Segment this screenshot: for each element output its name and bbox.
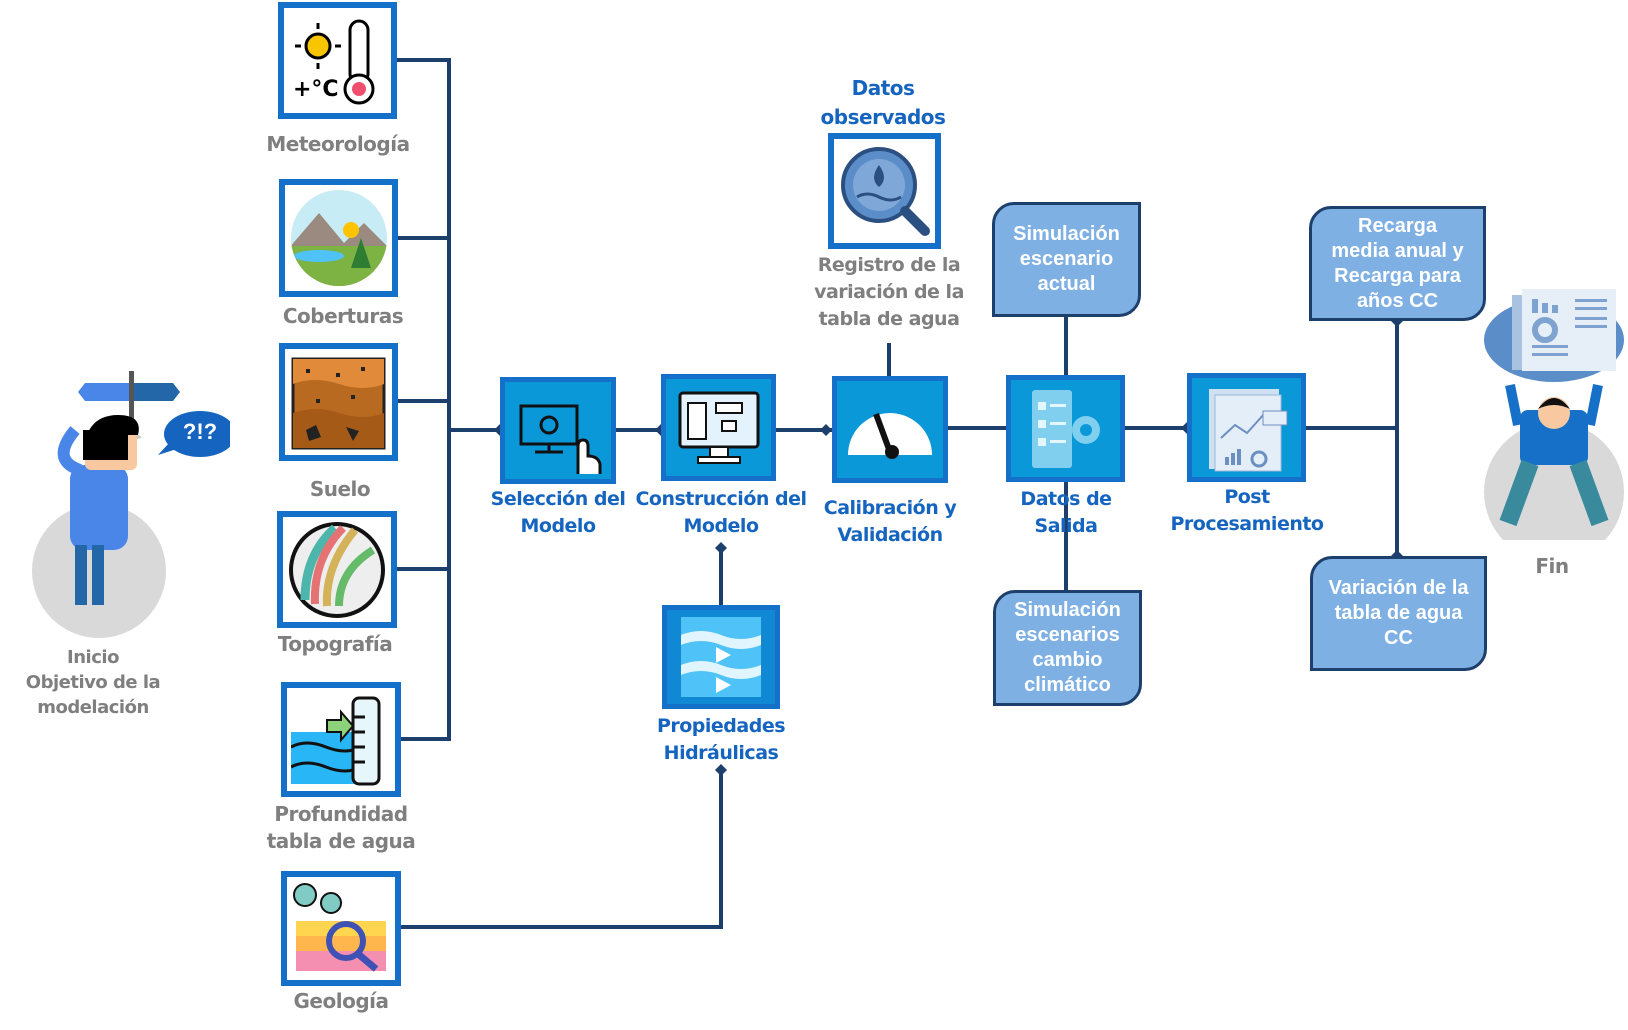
callout-line: Simulación <box>1014 599 1121 621</box>
construccion-box <box>661 374 776 481</box>
datos-salida-label-line: Datos de <box>1020 488 1112 510</box>
end-figure <box>1480 285 1628 562</box>
registro-label-line: tabla de agua <box>818 308 960 330</box>
observados-title-line: observados <box>820 105 946 129</box>
registro-label-line: Registro de la <box>817 254 961 276</box>
water-depth-icon <box>291 696 381 786</box>
start-label-line: Objetivo de la <box>25 672 161 693</box>
calibracion-label-line: Validación <box>837 524 943 546</box>
datos-observados-box <box>828 133 941 249</box>
profundidad-label: Profundidad tabla de agua <box>261 801 421 855</box>
construccion-label-line: Modelo <box>683 515 759 537</box>
speech-bubble-text: ?!? <box>182 419 218 444</box>
post-label-line: Post <box>1224 486 1270 508</box>
diamond-marker <box>715 542 727 554</box>
landscape-icon <box>290 190 387 286</box>
datos-salida-box <box>1006 375 1125 482</box>
callout-line: actual <box>1037 273 1096 295</box>
coberturas-box <box>279 179 398 297</box>
seleccion-label-line: Modelo <box>520 515 596 537</box>
topografia-label: Topografía <box>277 632 393 656</box>
callout-line: Recarga para <box>1334 264 1461 287</box>
profundidad-box <box>281 682 401 797</box>
callout-line: CC <box>1384 627 1413 649</box>
diamond-marker <box>820 424 832 436</box>
simulacion-cambio-climatico-box: Simulación escenarios cambio climático <box>993 590 1142 706</box>
diamond-marker <box>715 764 727 776</box>
callout-line: tabla de agua <box>1334 602 1463 624</box>
callout-line: años CC <box>1356 289 1439 312</box>
construccion-label-line: Construcción del <box>635 488 807 510</box>
datos-observados-title: Datos observados <box>803 74 963 132</box>
report-icon <box>1209 388 1288 471</box>
svg-text:+°C: +°C <box>293 77 339 102</box>
profundidad-label-line: tabla de agua <box>266 829 416 853</box>
callout-line: escenario <box>1019 248 1114 270</box>
coberturas-label: Coberturas <box>282 304 404 328</box>
start-label-line: Inicio <box>67 647 119 668</box>
seleccion-box <box>500 377 616 484</box>
topografia-box <box>277 511 397 628</box>
callout-line: Variación de la <box>1328 577 1469 599</box>
profundidad-label-line: Profundidad <box>274 802 408 826</box>
topography-icon <box>289 521 385 618</box>
weather-thermometer-icon: +°C <box>293 19 374 104</box>
meteorologia-label: Meteorología <box>266 132 410 156</box>
propiedades-box <box>662 605 780 709</box>
calibracion-box <box>832 376 948 483</box>
meteorologia-box: +°C <box>278 2 397 119</box>
geologia-label: Geología <box>293 989 389 1013</box>
post-procesamiento-box <box>1187 373 1306 482</box>
calibracion-label-line: Calibración y <box>823 497 957 519</box>
propiedades-label-line: Propiedades <box>656 715 786 737</box>
model-construction-icon <box>678 391 759 464</box>
seleccion-label-line: Selección del <box>490 488 626 510</box>
start-label-line: modelación <box>37 697 149 718</box>
suelo-box <box>279 343 398 461</box>
datos-salida-label-line: Salida <box>1034 515 1098 537</box>
propiedades-label-line: Hidráulicas <box>663 742 779 764</box>
suelo-label: Suelo <box>309 477 371 501</box>
water-flow-icon <box>681 617 761 697</box>
gauge-icon <box>848 412 932 459</box>
propiedades-label: Propiedades Hidráulicas <box>641 713 801 767</box>
geology-icon <box>293 883 386 972</box>
callout-line: cambio <box>1032 649 1103 671</box>
post-procesamiento-label: Post Procesamiento <box>1167 484 1327 538</box>
datos-salida-label: Datos de Salida <box>986 486 1146 540</box>
geologia-box <box>281 871 401 986</box>
observados-title-line: Datos <box>851 76 915 100</box>
water-search-icon <box>840 147 930 236</box>
construccion-label: Construcción del Modelo <box>633 486 809 540</box>
callout-line: escenarios <box>1015 624 1120 646</box>
callout-line: climático <box>1024 674 1111 696</box>
registro-label-line: variación de la <box>814 281 964 303</box>
post-label-line: Procesamiento <box>1170 513 1325 535</box>
connector-geologia <box>397 770 723 929</box>
start-figure: ?!? <box>20 365 236 645</box>
simulacion-actual-box: Simulación escenario actual <box>992 202 1141 317</box>
output-data-icon <box>1032 389 1100 468</box>
end-label: Fin <box>1535 554 1569 578</box>
callout-line: media anual y <box>1331 239 1464 262</box>
seleccion-label: Selección del Modelo <box>478 486 638 540</box>
soil-layers-icon <box>291 357 386 449</box>
start-label: Inicio Objetivo de la modelación <box>13 645 173 720</box>
callout-line: Simulación <box>1013 223 1120 245</box>
calibracion-label: Calibración y Validación <box>810 495 970 549</box>
callout-line: Recarga <box>1358 214 1437 237</box>
model-selection-icon <box>519 404 602 474</box>
registro-label: Registro de la variación de la tabla de … <box>804 252 974 333</box>
